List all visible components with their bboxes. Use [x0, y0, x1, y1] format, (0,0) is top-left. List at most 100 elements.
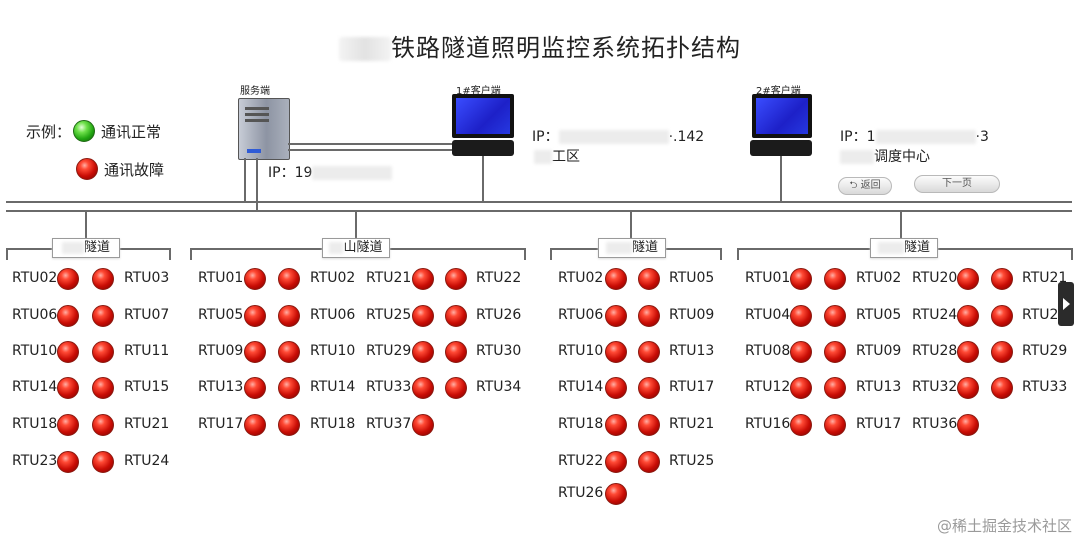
rtu-label: RTU18: [310, 416, 356, 432]
rtu-label: RTU08: [745, 343, 791, 359]
rtu-status-indicator[interactable]: [445, 377, 467, 399]
rtu-status-indicator[interactable]: [790, 341, 812, 363]
rtu-status-indicator[interactable]: [638, 414, 660, 436]
rtu-label: RTU02: [12, 270, 58, 286]
rtu-label: RTU06: [310, 307, 356, 323]
rtu-label: RTU30: [476, 343, 522, 359]
green-status-icon: [73, 120, 96, 142]
rtu-status-indicator[interactable]: [957, 341, 979, 363]
rtu-status-indicator[interactable]: [991, 268, 1013, 290]
rtu-status-indicator[interactable]: [605, 268, 627, 290]
network-bus: [6, 210, 1072, 212]
rtu-status-indicator[interactable]: [244, 305, 266, 327]
tunnel-label[interactable]: 山隧道: [322, 238, 390, 258]
rtu-status-indicator[interactable]: [278, 305, 300, 327]
rtu-status-indicator[interactable]: [92, 451, 114, 473]
rtu-status-indicator[interactable]: [412, 414, 434, 436]
rtu-status-indicator[interactable]: [57, 341, 79, 363]
rtu-status-indicator[interactable]: [278, 341, 300, 363]
rtu-status-indicator[interactable]: [244, 341, 266, 363]
rtu-status-indicator[interactable]: [957, 305, 979, 327]
rtu-status-indicator[interactable]: [57, 414, 79, 436]
rtu-status-indicator[interactable]: [244, 268, 266, 290]
rtu-status-indicator[interactable]: [57, 451, 79, 473]
rtu-status-indicator[interactable]: [638, 451, 660, 473]
rtu-status-indicator[interactable]: [92, 341, 114, 363]
rtu-label: RTU24: [124, 453, 170, 469]
rtu-status-indicator[interactable]: [824, 341, 846, 363]
rtu-status-indicator[interactable]: [957, 414, 979, 436]
rtu-status-indicator[interactable]: [278, 268, 300, 290]
rtu-status-indicator[interactable]: [605, 377, 627, 399]
rtu-status-indicator[interactable]: [824, 268, 846, 290]
rtu-status-indicator[interactable]: [957, 268, 979, 290]
tunnel-drop-line: [630, 211, 632, 239]
back-button[interactable]: ⮌ 返回: [838, 177, 892, 195]
redacted-text: [339, 37, 391, 61]
rtu-status-indicator[interactable]: [92, 305, 114, 327]
rtu-status-indicator[interactable]: [92, 414, 114, 436]
rtu-status-indicator[interactable]: [57, 305, 79, 327]
rtu-status-indicator[interactable]: [790, 414, 812, 436]
rtu-status-indicator[interactable]: [824, 377, 846, 399]
rtu-status-indicator[interactable]: [244, 414, 266, 436]
rtu-status-indicator[interactable]: [638, 305, 660, 327]
rtu-status-indicator[interactable]: [605, 414, 627, 436]
rtu-label: RTU2: [1022, 307, 1059, 323]
next-page-button[interactable]: 下一页: [914, 175, 1000, 193]
rtu-label: RTU29: [1022, 343, 1068, 359]
server-icon[interactable]: [238, 98, 290, 160]
next-arrow-button[interactable]: [1058, 282, 1074, 326]
rtu-status-indicator[interactable]: [605, 305, 627, 327]
rtu-status-indicator[interactable]: [412, 268, 434, 290]
rtu-label: RTU06: [12, 307, 58, 323]
rtu-status-indicator[interactable]: [92, 377, 114, 399]
rtu-status-indicator[interactable]: [605, 341, 627, 363]
rtu-status-indicator[interactable]: [278, 414, 300, 436]
rtu-status-indicator[interactable]: [445, 305, 467, 327]
rtu-status-indicator[interactable]: [412, 305, 434, 327]
rtu-label: RTU15: [124, 379, 170, 395]
rtu-label: RTU06: [558, 307, 604, 323]
tunnel-label[interactable]: 隧道: [598, 238, 666, 258]
rtu-status-indicator[interactable]: [790, 268, 812, 290]
rtu-status-indicator[interactable]: [991, 341, 1013, 363]
client1-location: 工区: [534, 146, 580, 166]
rtu-status-indicator[interactable]: [991, 305, 1013, 327]
connector-server-client1: [288, 149, 452, 151]
rtu-status-indicator[interactable]: [824, 414, 846, 436]
client1-monitor-icon[interactable]: [452, 94, 514, 138]
client2-label: 2#客户端: [756, 86, 801, 97]
rtu-label: RTU01: [198, 270, 244, 286]
rtu-label: RTU04: [745, 307, 791, 323]
rtu-label: RTU01: [745, 270, 791, 286]
rtu-status-indicator[interactable]: [638, 377, 660, 399]
rtu-status-indicator[interactable]: [605, 451, 627, 473]
rtu-status-indicator[interactable]: [445, 341, 467, 363]
rtu-status-indicator[interactable]: [790, 305, 812, 327]
rtu-label: RTU10: [12, 343, 58, 359]
rtu-status-indicator[interactable]: [412, 341, 434, 363]
rtu-status-indicator[interactable]: [790, 377, 812, 399]
tunnel-label[interactable]: 隧道: [870, 238, 938, 258]
rtu-status-indicator[interactable]: [957, 377, 979, 399]
rtu-status-indicator[interactable]: [638, 268, 660, 290]
rtu-label: RTU23: [12, 453, 58, 469]
rtu-status-indicator[interactable]: [57, 268, 79, 290]
rtu-status-indicator[interactable]: [638, 341, 660, 363]
rtu-status-indicator[interactable]: [445, 268, 467, 290]
rtu-status-indicator[interactable]: [605, 483, 627, 505]
rtu-status-indicator[interactable]: [92, 268, 114, 290]
rtu-status-indicator[interactable]: [244, 377, 266, 399]
rtu-status-indicator[interactable]: [824, 305, 846, 327]
client1-keyboard-icon: [452, 140, 514, 156]
tunnel-label[interactable]: 隧道: [52, 238, 120, 258]
rtu-status-indicator[interactable]: [57, 377, 79, 399]
connector-server-bus: [244, 158, 246, 202]
connector-server-client1: [288, 143, 452, 145]
client2-location: 调度中心: [840, 146, 930, 166]
client2-monitor-icon[interactable]: [752, 94, 812, 138]
rtu-status-indicator[interactable]: [991, 377, 1013, 399]
rtu-status-indicator[interactable]: [278, 377, 300, 399]
rtu-status-indicator[interactable]: [412, 377, 434, 399]
